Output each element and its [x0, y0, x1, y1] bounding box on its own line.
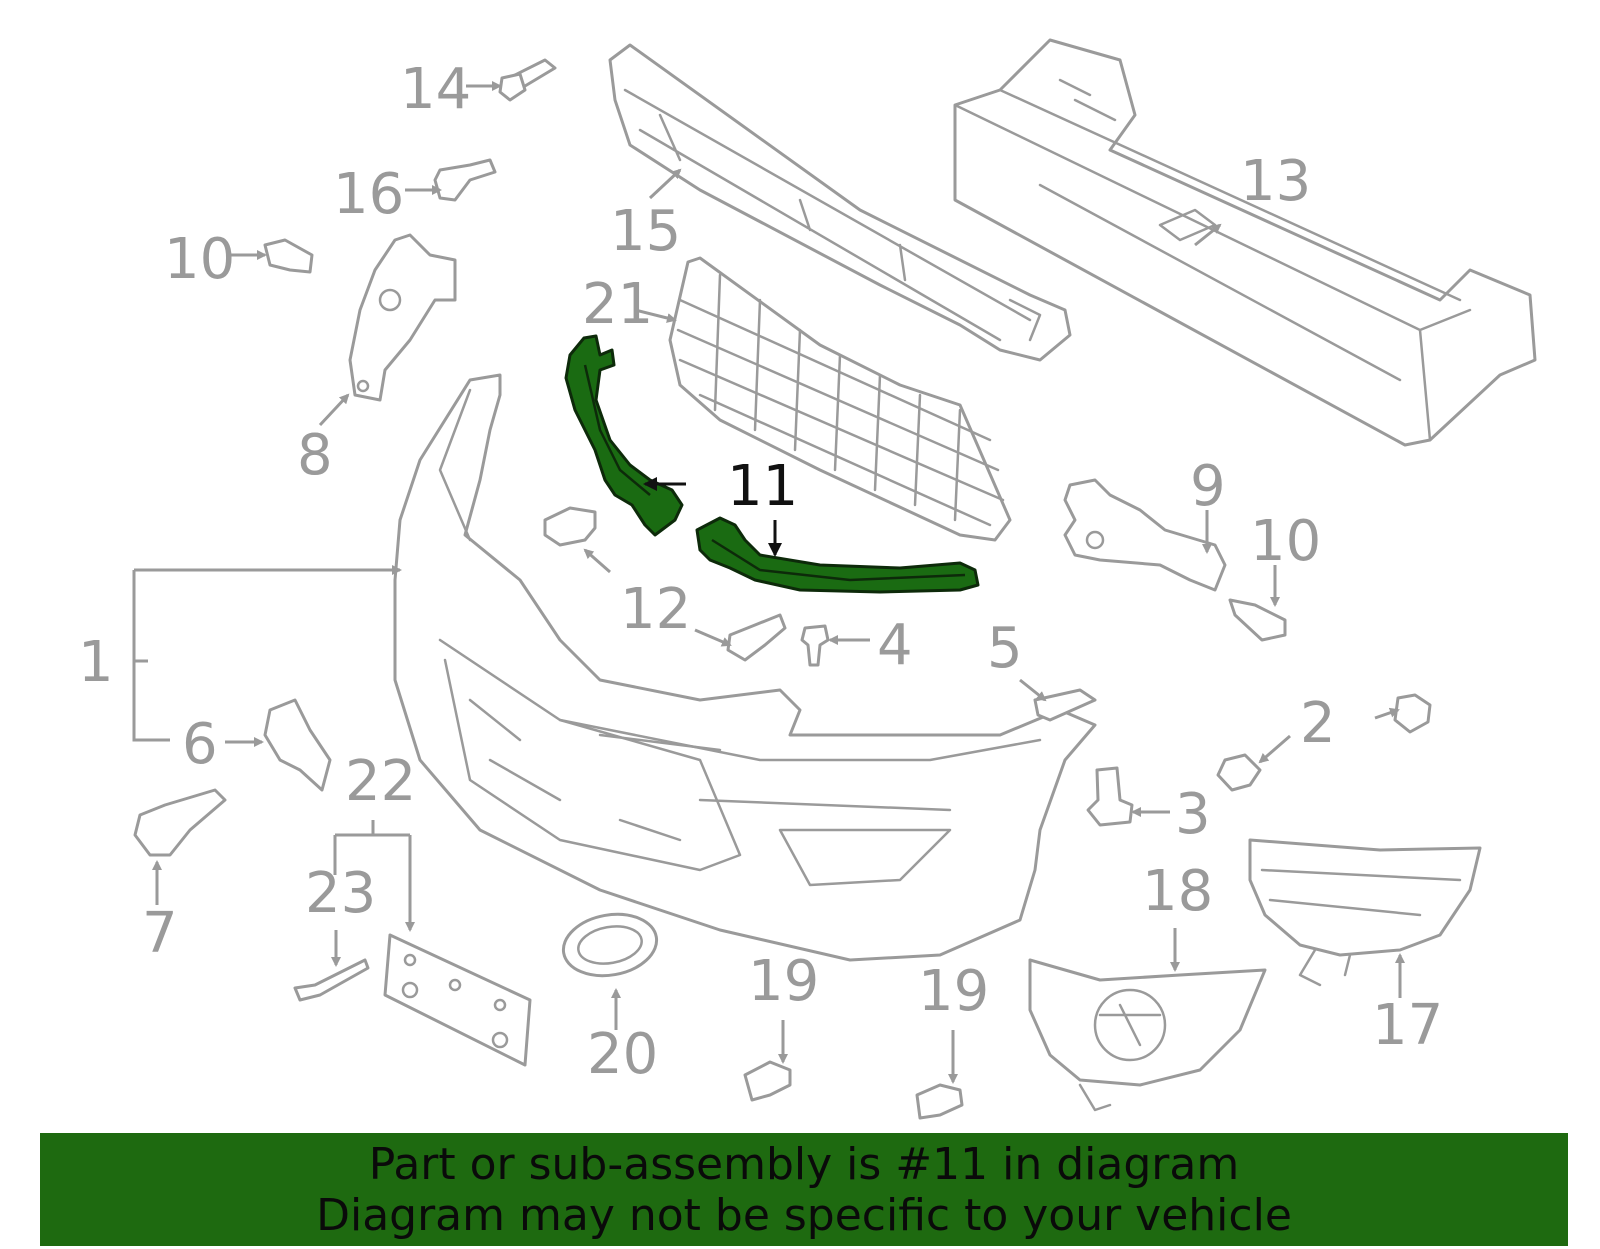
part-11-retainer-right	[695, 516, 980, 594]
callout-10-left: 10	[164, 227, 235, 292]
callout-22: 22	[345, 749, 416, 814]
callout-2: 2	[1300, 691, 1336, 756]
callout-5: 5	[987, 616, 1023, 681]
part-6-bracket	[263, 698, 332, 792]
part-10-bolt-left	[263, 238, 314, 274]
part-14-bolt	[498, 58, 557, 102]
callout-3: 3	[1175, 782, 1211, 847]
info-banner: Part or sub-assembly is #11 in diagram D…	[40, 1133, 1568, 1246]
callout-20: 20	[587, 1022, 658, 1087]
part-12-bolt-lower	[726, 613, 787, 662]
callout-18: 18	[1142, 859, 1213, 924]
part-7-clip	[133, 788, 227, 857]
callout-6: 6	[182, 712, 218, 777]
banner-line-2: Diagram may not be specific to your vehi…	[316, 1189, 1292, 1241]
part-5-clip	[1033, 688, 1097, 722]
callout-14: 14	[400, 57, 471, 122]
callout-10-right: 10	[1250, 509, 1321, 574]
callout-9: 9	[1190, 454, 1226, 519]
part-23-rivet	[293, 958, 370, 1002]
callout-16: 16	[333, 162, 404, 227]
callout-1: 1	[78, 630, 114, 695]
callout-11: 11	[727, 454, 798, 519]
leader-lines	[132, 81, 1405, 1084]
part-2-nut-upper	[1393, 693, 1432, 734]
banner-line-1: Part or sub-assembly is #11 in diagram	[368, 1138, 1240, 1190]
part-19-bolt-right	[915, 1083, 964, 1120]
part-18-fog-bezel-left	[1028, 958, 1267, 1112]
callout-17: 17	[1372, 993, 1443, 1058]
part-13-reinforcement	[953, 38, 1537, 447]
part-12-bolt-upper	[543, 506, 597, 547]
callout-23: 23	[305, 861, 376, 926]
part-11-retainer-left	[564, 334, 684, 537]
part-21-grille	[668, 256, 1012, 542]
part-2-nut-lower	[1216, 753, 1262, 792]
callout-15: 15	[610, 199, 681, 264]
part-19-bolt-left	[743, 1060, 792, 1102]
part-20-cap	[561, 912, 659, 978]
part-9-bracket	[1063, 478, 1227, 592]
part-4-pin	[800, 624, 830, 667]
part-22-plate-bracket	[383, 933, 532, 1067]
part-16-clip	[433, 158, 497, 202]
callout-19-right: 19	[918, 959, 989, 1024]
part-15-absorber	[608, 43, 1072, 362]
callout-13: 13	[1240, 149, 1311, 214]
callout-8: 8	[297, 423, 333, 488]
part-8-bracket	[348, 233, 457, 402]
callout-4: 4	[877, 613, 913, 678]
part-1-bumper-cover	[393, 373, 1097, 962]
callout-21: 21	[582, 272, 653, 337]
callout-19-left: 19	[748, 949, 819, 1014]
part-10-bolt-right	[1228, 598, 1287, 642]
callout-12: 12	[620, 577, 691, 642]
part-3-fastener	[1086, 766, 1134, 827]
callout-7: 7	[142, 901, 178, 966]
part-17-fog-bezel-right	[1248, 838, 1482, 987]
